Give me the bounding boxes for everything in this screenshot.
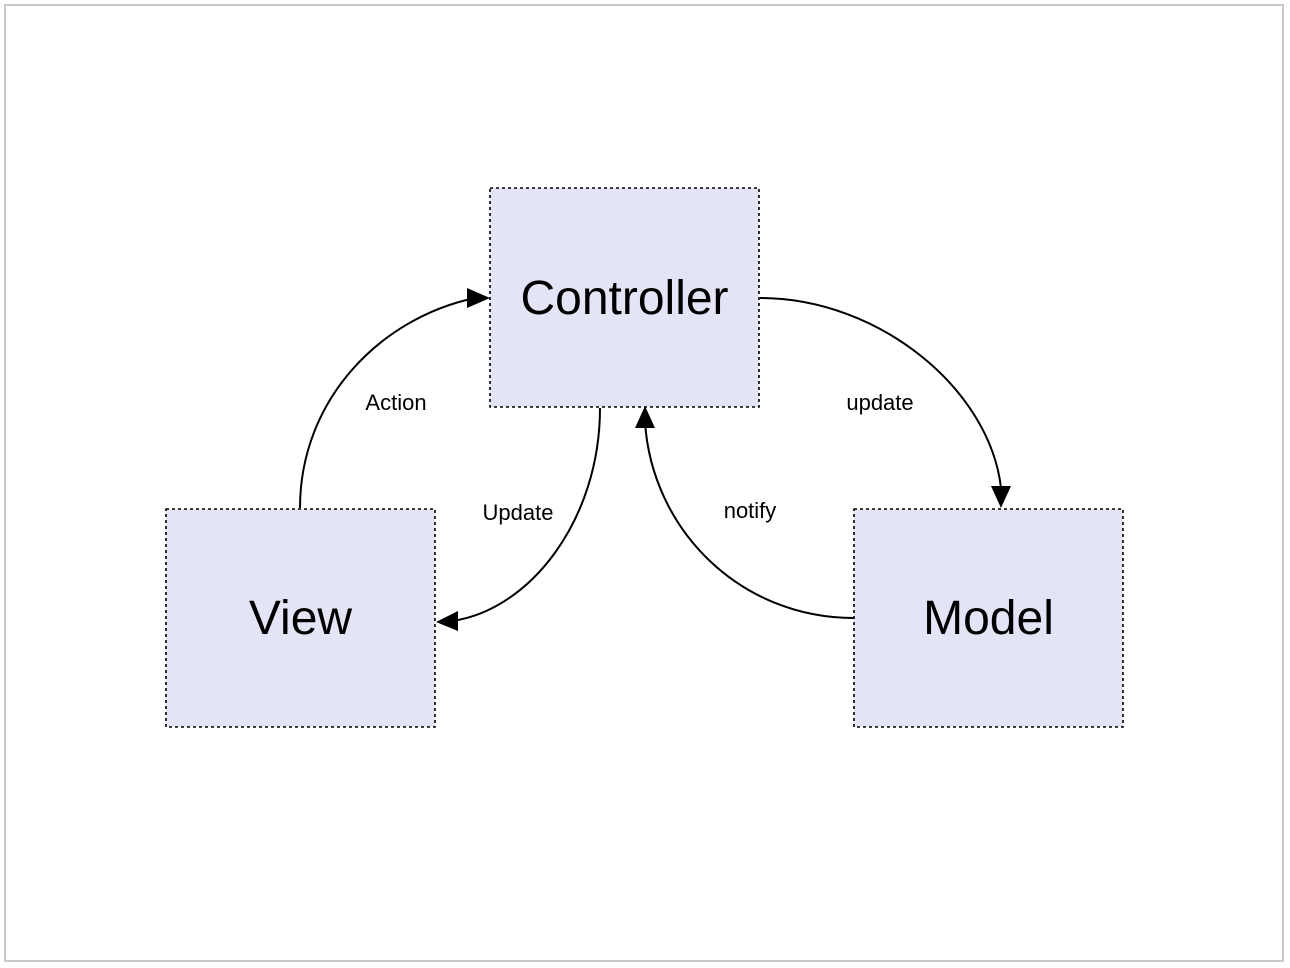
- arrowhead-update-model: [991, 486, 1011, 508]
- view-label: View: [249, 592, 353, 645]
- view-node: View: [165, 508, 436, 728]
- arrowhead-action: [467, 288, 490, 308]
- edge-label-update-model: update: [846, 390, 913, 415]
- controller-label: Controller: [520, 272, 728, 325]
- controller-node: Controller: [489, 187, 760, 408]
- model-label: Model: [923, 592, 1054, 645]
- diagram-frame: [4, 4, 1284, 962]
- arrowhead-notify: [635, 406, 655, 428]
- edge-update-model: [759, 297, 1002, 489]
- edge-notify: [644, 421, 855, 619]
- edge-action: [299, 297, 476, 509]
- edge-label-action: Action: [365, 390, 426, 415]
- edge-label-notify: notify: [724, 498, 777, 523]
- model-node: Model: [853, 508, 1124, 728]
- edge-update-view: [451, 407, 601, 622]
- edge-label-update-view: Update: [483, 500, 554, 525]
- arrowhead-update-view: [436, 611, 458, 631]
